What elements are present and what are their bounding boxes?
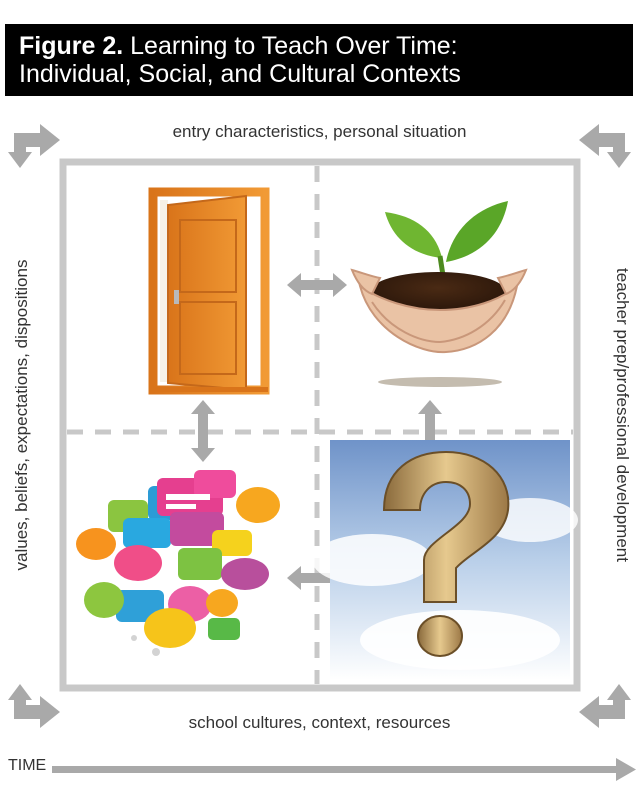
- bottom-label: school cultures, context, resources: [188, 713, 451, 732]
- time-label: TIME: [8, 757, 47, 774]
- speech-bubbles-icon: [76, 470, 280, 656]
- double-arrow-bottom-horizontal-icon: [287, 566, 347, 590]
- figure-title-1: Learning to Teach Over Time:: [130, 32, 458, 60]
- corner-arrow-top-left-icon: [8, 124, 60, 168]
- outer-frame: [59, 158, 581, 692]
- double-arrow-right-vertical-icon: [418, 400, 442, 462]
- double-arrow-left-vertical-icon: [191, 400, 215, 462]
- corner-arrow-bottom-right-icon: [579, 684, 631, 728]
- double-arrow-top-horizontal-icon: [287, 273, 347, 297]
- top-label: entry characteristics, personal situatio…: [172, 122, 467, 141]
- figure-title-2: Individual, Social, and Cultural Context…: [19, 60, 461, 88]
- figure-label: Figure 2.: [19, 32, 124, 60]
- corner-arrow-top-right-icon: [579, 124, 631, 168]
- seedling-in-hands-icon: [350, 201, 528, 387]
- question-mark-sky-icon: [312, 440, 578, 680]
- time-arrow-icon: [52, 758, 636, 781]
- figure-header: Figure 2. Learning to Teach Over Time: I…: [5, 24, 633, 96]
- open-door-icon: [148, 187, 270, 395]
- corner-arrow-bottom-left-icon: [8, 684, 60, 728]
- header-line1: Figure 2. Learning to Teach Over Time:: [19, 32, 633, 60]
